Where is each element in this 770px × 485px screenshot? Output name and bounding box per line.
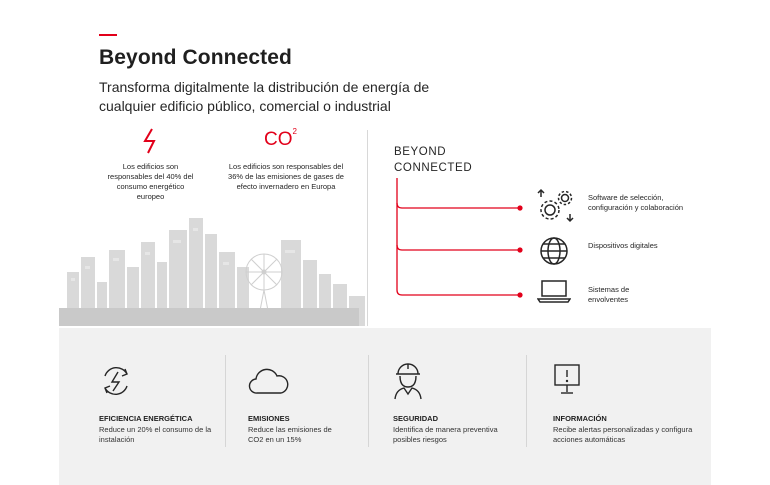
beyond-connected-heading: BEYOND CONNECTED xyxy=(394,144,472,176)
features-panel xyxy=(59,328,711,485)
accent-bar xyxy=(99,34,117,36)
hardhat-worker-icon xyxy=(394,363,422,400)
section-divider xyxy=(367,130,368,326)
connection-lines xyxy=(396,178,523,298)
lightning-icon xyxy=(143,128,156,154)
city-skyline-illustration xyxy=(59,218,365,326)
bc-item-software-label: Software de selección, configuración y c… xyxy=(588,193,684,212)
feature-information-title: INFORMACIÓN xyxy=(553,414,607,423)
feature-safety-desc: Identifica de manera preventiva posibles… xyxy=(393,425,498,444)
feature-safety-title: SEGURIDAD xyxy=(393,414,439,423)
cloud-icon xyxy=(248,368,289,394)
energy-cycle-icon xyxy=(104,367,128,395)
bc-item-enclosures-label: Sistemas de envolventes xyxy=(588,285,630,304)
alert-monitor-icon xyxy=(554,364,580,394)
stat-emissions-text: Los edificios son responsables del 36% d… xyxy=(228,162,344,191)
co2-icon: CO2 xyxy=(264,127,297,150)
feature-emissions-desc: Reduce las emisiones de CO2 en un 15% xyxy=(248,425,332,444)
beyond-connected-heading-line: CONNECTED xyxy=(394,162,473,174)
feature-separator xyxy=(225,355,226,447)
feature-separator xyxy=(368,355,369,447)
feature-efficiency-title: EFICIENCIA ENERGÉTICA xyxy=(99,414,193,423)
gears-icon xyxy=(537,188,574,223)
page-subtitle: Transforma digitalmente la distribución … xyxy=(99,79,430,114)
beyond-connected-heading-line: BEYOND xyxy=(394,146,447,158)
feature-information-desc: Recibe alertas personalizadas y configur… xyxy=(553,425,693,444)
bc-item-devices-label: Dispositivos digitales xyxy=(588,241,658,250)
feature-separator xyxy=(526,355,527,447)
feature-emissions-title: EMISIONES xyxy=(248,414,290,423)
stat-energy-text: Los edificios son responsables del 40% d… xyxy=(107,162,194,201)
page-title: Beyond Connected xyxy=(99,46,292,69)
globe-icon xyxy=(540,237,568,265)
feature-efficiency-desc: Reduce un 20% el consumo de la instalaci… xyxy=(99,425,212,444)
laptop-icon xyxy=(537,280,571,303)
